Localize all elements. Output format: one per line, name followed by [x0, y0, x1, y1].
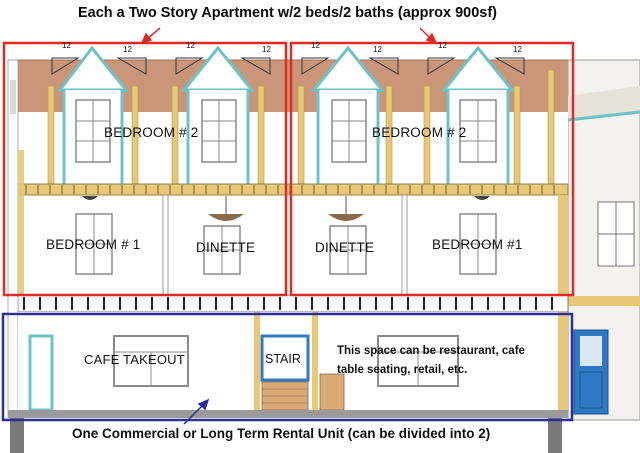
wood-studs-upper [47, 69, 555, 185]
foundation [10, 418, 562, 453]
roof-pitch-markers [51, 57, 525, 75]
pitch-label: 12 [262, 45, 271, 54]
apartment-outline-left [2, 41, 288, 297]
room-label-bedroom2-right: BEDROOM # 2 [372, 125, 467, 140]
ground-slab [8, 410, 568, 418]
callout-arrows [140, 27, 438, 45]
room-label-dinette-right: DINETTE [315, 240, 375, 255]
room-label-dinette-left: DINETTE [196, 240, 256, 255]
dormer-left-2 [180, 45, 256, 184]
left-door [28, 334, 54, 412]
diagram-title: Each a Two Story Apartment w/2 beds/2 ba… [78, 5, 497, 21]
dormer-left-1 [56, 45, 130, 184]
ground-floor-windows [113, 335, 459, 387]
commercial-note: This space can be restaurant, cafe table… [337, 345, 525, 376]
stair-enclosure [254, 312, 345, 411]
pitch-label: 12 [513, 45, 522, 54]
room-label-stair: STAIR [265, 352, 301, 366]
dormer-right-2 [440, 45, 516, 184]
pitch-label: 12 [438, 41, 447, 50]
room-label-bedroom2-left: BEDROOM # 2 [104, 125, 199, 140]
room-label-cafe: CAFE TAKEOUT [84, 352, 185, 367]
floor-beam-upper [17, 183, 569, 196]
blue-entry-door [573, 329, 609, 415]
right-wall [558, 195, 568, 412]
commercial-outline [1, 312, 574, 422]
callout-arrow-commercial [183, 398, 210, 425]
pitch-label: 12 [62, 41, 71, 50]
floor-beam-lower [17, 294, 569, 313]
pitch-label: 12 [373, 45, 382, 54]
room-label-bedroom1-right: BEDROOM #1 [432, 237, 523, 252]
apartment-outlines [2, 41, 575, 297]
room-label-bedroom1-left: BEDROOM # 1 [46, 237, 141, 252]
apartment-outline-right [289, 41, 575, 297]
pitch-label: 12 [186, 41, 195, 50]
pendant-light-left [208, 196, 244, 221]
pitch-label: 12 [123, 45, 132, 54]
pendant-light-right [328, 196, 364, 221]
commercial-caption: One Commercial or Long Term Rental Unit … [72, 426, 491, 441]
dormer-right-1 [310, 45, 386, 184]
pitch-label: 12 [311, 41, 320, 50]
